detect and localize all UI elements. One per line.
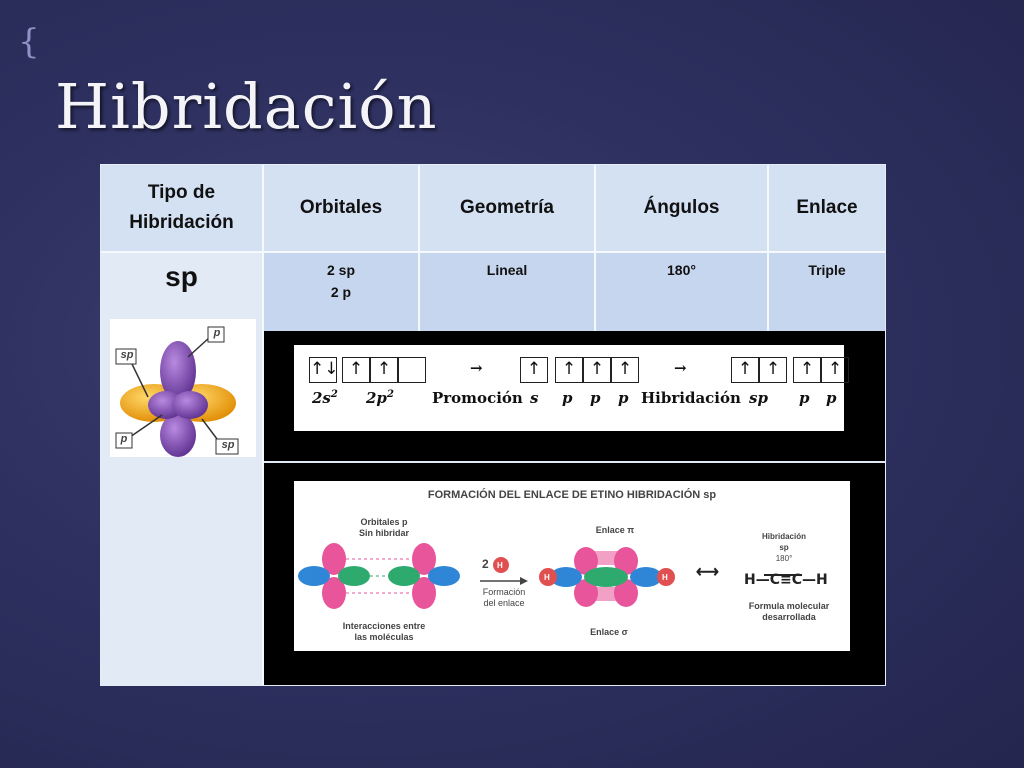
box-2p-1: ↑ [342,357,370,383]
tipo-value: sp [165,261,198,292]
header-tipo: Tipo de Hibridación [101,165,264,253]
label-sp-bottom: sp [221,439,235,451]
header-tipo-line2: Hibridación [129,212,234,233]
box-sp-1: ↑ [731,357,759,383]
sp-orbital-illustration: p sp p sp [110,319,256,457]
hybridization-table: Tipo de Hibridación Orbitales Geometría … [100,164,886,686]
header-angulos: Ángulos [596,165,769,253]
label-pp-1: p [799,389,810,407]
ethyne-figure-title: FORMACIÓN DEL ENLACE DE ETINO HIBRIDACIÓ… [427,489,717,501]
tipo-cell: sp p [101,253,264,685]
box-p-2: ↑ [583,357,611,383]
label-p-3: p [618,389,629,407]
label-p-1: p [562,389,573,407]
label-sp: sp [749,389,768,407]
box-pp-2: ↑ [821,357,849,383]
box-pp-1: ↑ [793,357,821,383]
orbital-box-diagram: ↑↓ ↑ ↑ 2s2 2p2 → Promoción ↑ ↑ ↑ ↑ s p p… [294,345,849,431]
slide-title: Hibridación [55,70,438,143]
orbitales-cell: 2 sp 2 p [264,253,420,331]
arrow-2: → [674,359,687,377]
orbitales-line2: 2 p [330,284,352,300]
box-sp-2: ↑ [759,357,787,383]
ethyne-figure-cell: FORMACIÓN DEL ENLACE DE ETINO HIBRIDACIÓ… [264,463,885,685]
label-2s: 2s2 [312,389,338,407]
label-p-top: p [213,327,221,339]
header-geometria: Geometría [420,165,596,253]
geometria-cell: Lineal [420,253,596,331]
box-2s: ↑↓ [309,357,339,383]
header-enlace: Enlace [769,165,885,253]
header-tipo-line1: Tipo de [147,182,216,203]
enlace-cell: Triple [769,253,885,331]
hydrogen-atom: H [497,561,503,570]
left-carbon-orbitals [298,543,460,609]
label-pp-2: p [826,389,837,407]
label-p-bottom: p [120,433,128,445]
hydrogen-left: H [544,573,550,582]
label-promocion: Promoción [432,389,523,407]
header-orbitales: Orbitales [264,165,420,253]
box-s: ↑ [520,357,548,383]
coef-2: 2 [482,557,489,571]
ethyne-orbitals-svg [298,543,802,609]
ethyne-figure: FORMACIÓN DEL ENLACE DE ETINO HIBRIDACIÓ… [294,481,850,651]
label-hibridacion: Hibridación [641,389,741,407]
box-2p-2: ↑ [370,357,398,383]
hydrogen-right: H [662,573,668,582]
middle-ethyne-orbitals [539,547,675,607]
angulos-cell: 180° [596,253,769,331]
label-enlace-pi: Enlace π [595,525,635,535]
label-enlace-sigma: Enlace σ [590,627,628,637]
orbitales-line1: 2 sp [326,262,355,278]
label-p-2: p [590,389,601,407]
label-sp-left: sp [120,349,134,361]
label-2p: 2p2 [366,389,394,407]
orbital-box-diagram-cell: ↑↓ ↑ ↑ 2s2 2p2 → Promoción ↑ ↑ ↑ ↑ s p p… [264,331,885,461]
sp-orbital-svg [115,326,239,457]
ethyne-formula: H—C≡C—H [744,572,828,588]
arrow-1: → [470,359,483,377]
label-s: s [530,389,539,407]
double-arrow: ⟷ [696,564,719,581]
slide-bracket-decoration: { [18,22,40,62]
box-p-1: ↑ [555,357,583,383]
box-2p-3 [398,357,426,383]
box-p-3: ↑ [611,357,639,383]
